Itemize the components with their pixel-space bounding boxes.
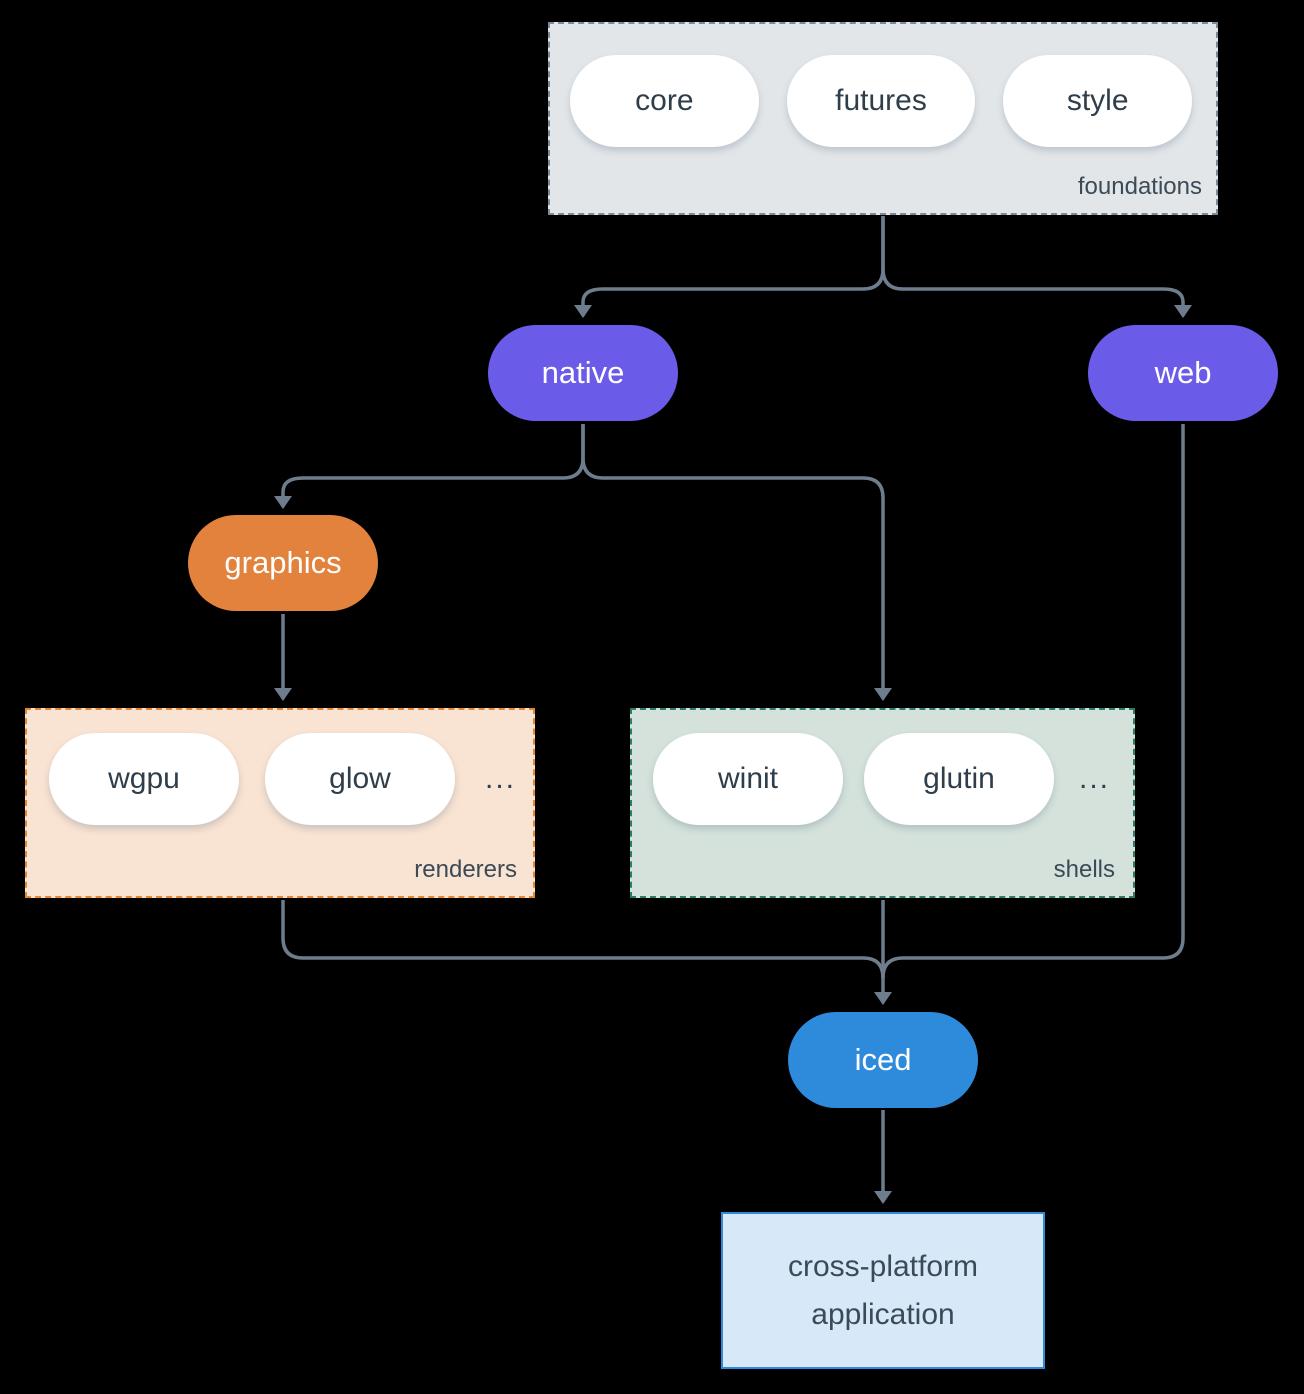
foundations-group-label: foundations xyxy=(1077,173,1202,200)
node-web: web xyxy=(1088,325,1278,421)
renderers-group: wgpu glow ... renderers xyxy=(25,708,535,898)
edge-foundations-native xyxy=(574,216,885,318)
node-core: core xyxy=(570,55,759,147)
edge-native-shells xyxy=(581,424,892,701)
node-glow: glow xyxy=(265,733,455,825)
node-wgpu: wgpu xyxy=(49,733,239,825)
node-iced: iced xyxy=(788,1012,978,1108)
shells-ellipsis: ... xyxy=(1079,762,1111,795)
edge-foundations-web xyxy=(881,216,1192,318)
node-graphics: graphics xyxy=(188,515,378,611)
node-native: native xyxy=(488,325,678,421)
edge-renderers-iced xyxy=(281,900,885,979)
renderers-ellipsis: ... xyxy=(485,762,517,795)
node-glutin: glutin xyxy=(864,733,1054,825)
node-cross-platform-application: cross-platform application xyxy=(721,1212,1045,1369)
renderers-group-label: renderers xyxy=(414,856,517,883)
edge-web-iced xyxy=(881,424,1185,979)
node-style: style xyxy=(1003,55,1193,147)
shells-group-label: shells xyxy=(1053,856,1115,883)
shells-pill-row: winit glutin ... xyxy=(632,710,1133,825)
foundations-group: core futures style foundations xyxy=(548,22,1218,215)
node-winit: winit xyxy=(653,733,843,825)
foundations-pill-row: core futures style xyxy=(550,24,1216,147)
renderers-pill-row: wgpu glow ... xyxy=(27,710,533,825)
shells-group: winit glutin ... shells xyxy=(630,708,1135,898)
node-futures: futures xyxy=(786,55,976,147)
edge-native-graphics xyxy=(274,424,585,509)
